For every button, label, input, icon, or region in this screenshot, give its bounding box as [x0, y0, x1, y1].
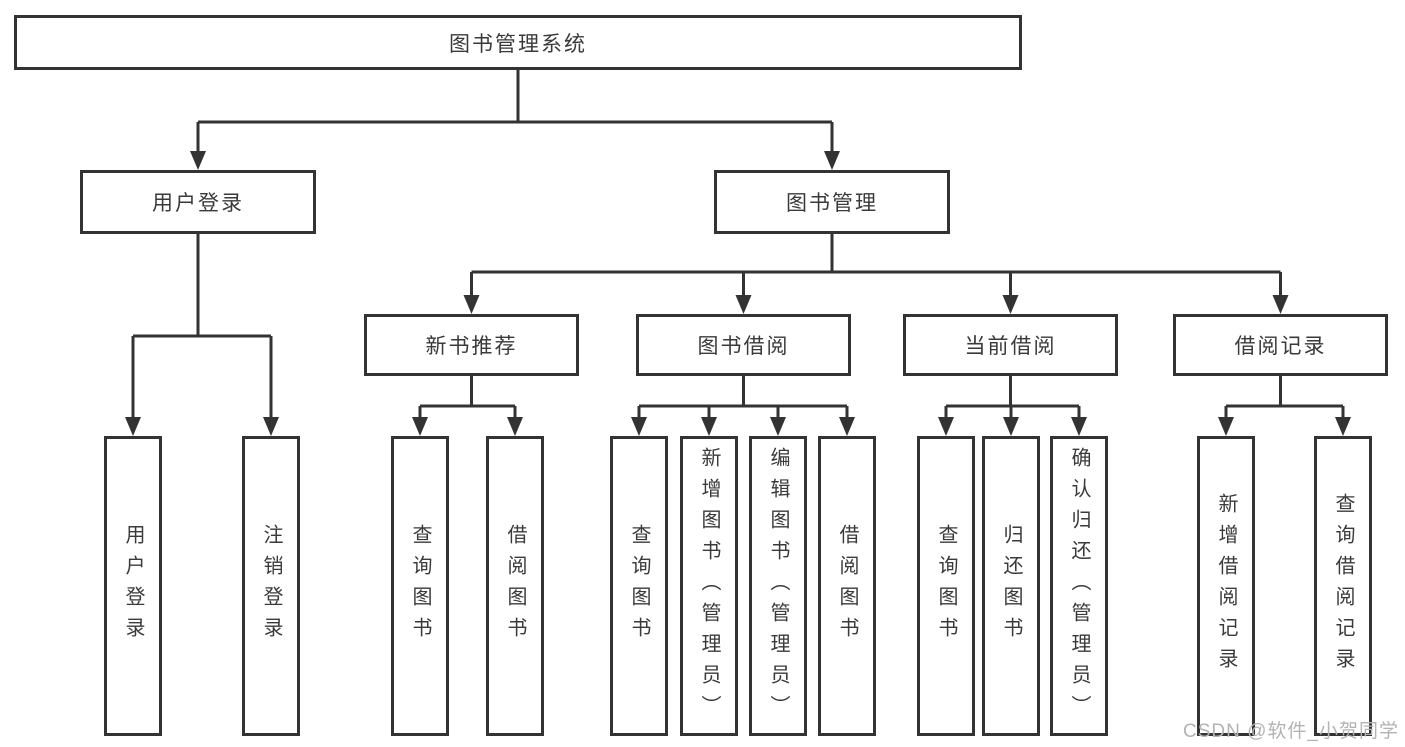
arrowhead-icon — [463, 295, 480, 314]
connectors-root-to-level2 — [190, 70, 840, 170]
node-borrow-books-recommend: 借阅图书 — [486, 436, 544, 736]
node-book-borrowing-label: 图书借阅 — [697, 335, 790, 358]
node-add-borrow-record-label: 新增借阅记录 — [1215, 493, 1237, 679]
arrowhead-icon — [839, 417, 855, 436]
node-add-book-admin: 新增图书（管理员） — [680, 436, 738, 736]
arrowhead-icon — [507, 417, 523, 436]
node-user-login-action-label: 用户登录 — [122, 524, 144, 648]
arrowhead-icon — [1003, 417, 1019, 436]
arrowhead-icon — [631, 417, 647, 436]
connectors-user-login-children — [125, 234, 279, 436]
arrowhead-icon — [1218, 417, 1234, 436]
arrowhead-icon — [190, 151, 206, 170]
node-library-system: 图书管理系统 — [14, 15, 1022, 70]
connectors-book-management-children — [463, 234, 1289, 314]
node-logout: 注销登录 — [242, 436, 300, 736]
node-query-books-borrowing: 查询图书 — [610, 436, 668, 736]
node-book-borrowing: 图书借阅 — [636, 314, 851, 376]
node-query-borrow-record-label: 查询借阅记录 — [1332, 493, 1354, 679]
node-query-books-current-label: 查询图书 — [935, 524, 957, 648]
node-current-borrowing: 当前借阅 — [903, 314, 1118, 376]
arrowhead-icon — [824, 151, 840, 170]
connectors-current-borrowing-children — [938, 376, 1087, 436]
node-borrow-books-borrowing-label: 借阅图书 — [836, 524, 858, 648]
node-new-book-recommend: 新书推荐 — [364, 314, 579, 376]
node-borrow-records: 借阅记录 — [1173, 314, 1388, 376]
node-return-book: 归还图书 — [982, 436, 1040, 736]
arrowhead-icon — [1272, 295, 1289, 314]
csdn-watermark: CSDN @软件_小贺同学 — [1183, 721, 1399, 742]
arrowhead-icon — [125, 417, 141, 436]
node-logout-label: 注销登录 — [260, 524, 282, 648]
node-user-login: 用户登录 — [80, 170, 316, 234]
node-borrow-books-borrowing: 借阅图书 — [818, 436, 876, 736]
connectors-new-book-children — [412, 376, 523, 436]
arrowhead-icon — [735, 295, 752, 314]
connectors-book-borrowing-children — [631, 376, 855, 436]
arrowhead-icon — [1335, 417, 1351, 436]
node-book-management: 图书管理 — [714, 170, 950, 234]
node-library-system-label: 图书管理系统 — [449, 32, 587, 56]
arrowhead-icon — [701, 417, 717, 436]
node-confirm-return-admin: 确认归还（管理员） — [1050, 436, 1108, 736]
arrowhead-icon — [938, 417, 954, 436]
node-user-login-action: 用户登录 — [104, 436, 162, 736]
arrowhead-icon — [1071, 417, 1087, 436]
node-return-book-label: 归还图书 — [1000, 524, 1022, 648]
node-add-book-admin-label: 新增图书（管理员） — [698, 446, 720, 726]
node-book-management-label: 图书管理 — [786, 192, 878, 215]
node-confirm-return-admin-label: 确认归还（管理员） — [1068, 446, 1090, 726]
connectors-borrow-records-children — [1218, 376, 1351, 436]
node-edit-book-admin: 编辑图书（管理员） — [749, 436, 807, 736]
node-current-borrowing-label: 当前借阅 — [964, 335, 1057, 358]
node-new-book-recommend-label: 新书推荐 — [425, 335, 518, 358]
node-borrow-books-recommend-label: 借阅图书 — [504, 524, 526, 648]
arrowhead-icon — [1002, 295, 1019, 314]
arrowhead-icon — [263, 417, 279, 436]
node-borrow-records-label: 借阅记录 — [1234, 335, 1327, 358]
node-query-books-recommend: 查询图书 — [391, 436, 449, 736]
arrowhead-icon — [770, 417, 786, 436]
node-user-login-label: 用户登录 — [152, 192, 244, 215]
node-query-books-borrowing-label: 查询图书 — [628, 524, 650, 648]
node-query-books-current: 查询图书 — [917, 436, 975, 736]
node-edit-book-admin-label: 编辑图书（管理员） — [767, 446, 789, 726]
arrowhead-icon — [412, 417, 428, 436]
node-query-borrow-record: 查询借阅记录 — [1314, 436, 1372, 736]
node-add-borrow-record: 新增借阅记录 — [1197, 436, 1255, 736]
node-query-books-recommend-label: 查询图书 — [409, 524, 431, 648]
